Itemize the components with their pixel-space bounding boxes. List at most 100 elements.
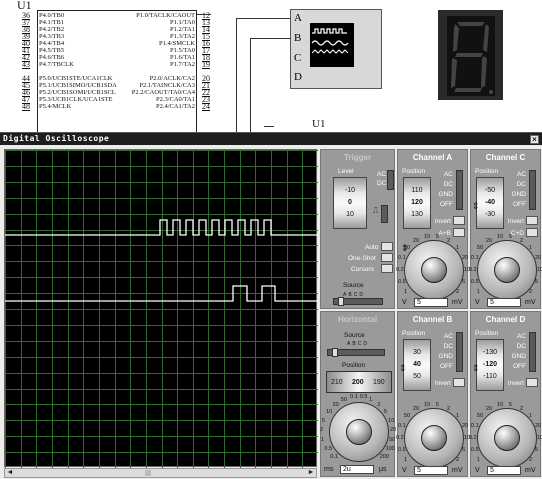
pin-number-left: 44	[22, 74, 30, 83]
pin-label-right: P1.5/TA0	[170, 47, 195, 54]
dial-scale-number: 2	[529, 288, 533, 295]
scroll-left-arrow-icon[interactable]: ◄	[6, 469, 14, 476]
dial-scale-number: 50	[476, 245, 484, 252]
scroll-thumb[interactable]	[145, 470, 151, 476]
channel-b-volts-dial[interactable]	[404, 408, 464, 468]
position-arrows-icon: ⇕	[401, 243, 409, 253]
channel-d-volts-dial[interactable]	[477, 408, 537, 468]
pin-label-left: P4.4/TB4	[39, 40, 65, 47]
channel-d-volts-knob[interactable]	[494, 425, 520, 451]
horizontal-source-letters: ABCD	[347, 341, 369, 347]
horizontal-scrollbar[interactable]: ◄ ►	[4, 468, 317, 478]
channel-a-coupling-switch[interactable]	[456, 170, 463, 210]
channel-d-invert-button[interactable]	[526, 378, 538, 387]
channel-d-coupling-dc: DC	[516, 343, 526, 350]
channel-a-coupling-gnd: GND	[438, 191, 453, 198]
channel-c-combine-button[interactable]	[526, 228, 538, 237]
pin-number-right: 23	[202, 95, 210, 104]
dial-scale-number: 0.2	[469, 267, 477, 273]
wire	[250, 38, 290, 39]
dial-scale-number: 10	[497, 401, 504, 408]
trigger-coupling-switch[interactable]	[387, 170, 394, 190]
pin-label-left: P5.3/UCB1CLK/UCA1STE	[39, 96, 113, 103]
dial-scale-number: 50	[476, 413, 484, 420]
hpos-value-3: 190	[373, 379, 385, 386]
dc-label: DC	[377, 180, 387, 187]
channel-c-coupling-switch[interactable]	[529, 170, 536, 210]
scope-display	[4, 149, 318, 468]
cursors-button[interactable]	[381, 264, 393, 273]
channel-c-header: Channel C	[485, 153, 526, 162]
channel-a-combine-button[interactable]	[453, 228, 465, 237]
oscilloscope-window: Digital Oscilloscope × ◄ ► Trigger Level…	[0, 132, 542, 479]
dial-scale-number: 0.5	[398, 278, 406, 285]
dial-scale-number: 20	[389, 427, 397, 434]
scroll-right-arrow-icon[interactable]: ►	[307, 469, 315, 476]
channel-d-coupling-gnd: GND	[511, 353, 526, 360]
position-value-1: -130	[482, 349, 497, 356]
dial-scale-number: 50	[403, 413, 411, 420]
seven-segment-digit-icon	[451, 22, 489, 92]
channel-d-header: Channel D	[485, 315, 526, 324]
pin-label-left: P5.1/UCB1SIMO/UCB1SDA	[39, 82, 117, 89]
position-value-3: 130	[411, 211, 423, 218]
channel-d-position-spinner[interactable]: -130-120-110	[476, 339, 504, 391]
dial-scale-number: 0.5	[359, 394, 368, 401]
wire	[264, 126, 274, 127]
dial-scale-number: 10	[388, 417, 395, 424]
dial-scale-number: 20	[486, 237, 493, 244]
level-value-2: 0	[348, 199, 352, 206]
pin-label-right: P2.1/TAINCLK/CA3	[139, 82, 195, 89]
channel-c-volts-knob[interactable]	[494, 257, 520, 283]
channel-a-coupling-ac: AC	[443, 171, 453, 178]
channel-b-trace	[5, 285, 318, 302]
channel-c-volts-value[interactable]: 5	[487, 298, 521, 307]
channel-b-invert-button[interactable]	[453, 378, 465, 387]
pin-number-right: 12	[202, 11, 210, 20]
channel-c-coupling-gnd: GND	[511, 191, 526, 198]
channel-a-unit-left: V	[402, 299, 407, 306]
title-bar[interactable]: Digital Oscilloscope ×	[0, 133, 542, 145]
channel-c-position-spinner[interactable]: -50-40-30	[476, 177, 504, 229]
timebase-dial[interactable]	[329, 402, 389, 462]
timebase-value[interactable]: 2u	[340, 465, 374, 474]
channel-b-volts-value[interactable]: 5	[414, 466, 448, 475]
channel-d-coupling-switch[interactable]	[529, 332, 536, 372]
channel-a-invert-button[interactable]	[453, 216, 465, 225]
horizontal-source-slider[interactable]	[327, 348, 385, 357]
channel-a-volts-dial[interactable]	[404, 240, 464, 300]
channel-a-volts-value[interactable]: 5	[414, 298, 448, 307]
pin-label-left: P4.2/TB2	[39, 26, 65, 33]
channel-c-invert-button[interactable]	[526, 216, 538, 225]
chip-reference-top: U1	[17, 0, 32, 12]
pin-number-right: 19	[202, 60, 210, 69]
channel-b-coupling-switch[interactable]	[456, 332, 463, 372]
dial-scale-number: 10	[424, 401, 431, 408]
dial-scale-number: 10	[464, 435, 471, 441]
dial-scale-number: 0.2	[396, 435, 404, 441]
wire	[197, 14, 211, 15]
pin-label-right: P1.1/TA0	[170, 19, 195, 26]
dial-scale-number: 0.1	[350, 394, 358, 401]
channel-a-volts-knob[interactable]	[421, 257, 447, 283]
close-button[interactable]: ×	[530, 135, 539, 144]
dial-scale-number: 5	[321, 417, 325, 424]
horizontal-position-spinner[interactable]: 210 200 190	[326, 371, 392, 393]
timebase-knob[interactable]	[346, 419, 372, 445]
channel-b-volts-knob[interactable]	[421, 425, 447, 451]
dial-scale-number: 2	[456, 288, 460, 295]
auto-button[interactable]	[381, 242, 393, 251]
position-value-2: -40	[484, 199, 496, 206]
pin-label-right: P1.2/TA1	[170, 26, 195, 33]
oneshot-button[interactable]	[381, 253, 393, 262]
dial-scale-number: 2	[529, 456, 533, 463]
trigger-edge-switch[interactable]	[381, 205, 388, 223]
channel-d-volts-value[interactable]: 5	[487, 466, 521, 475]
dial-scale-number: 20	[413, 405, 420, 412]
trigger-source-slider[interactable]	[333, 297, 383, 306]
trigger-level-spinner[interactable]: -10 0 10	[333, 177, 367, 229]
channel-c-volts-dial[interactable]	[477, 240, 537, 300]
